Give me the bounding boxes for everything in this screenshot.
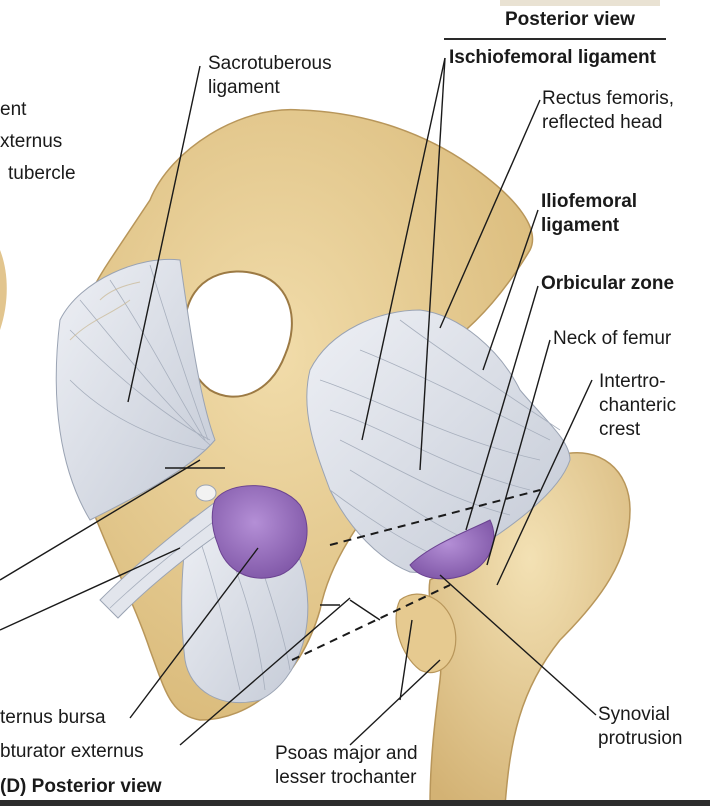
sacrotuberous-ligament-shape	[55, 258, 216, 521]
label-sacrotuberous-ligament: Sacrotuberous ligament	[208, 53, 332, 98]
leader-lines	[0, 57, 597, 746]
label-cut-tubercle: tubercle	[8, 163, 76, 184]
artist-signature	[69, 281, 141, 341]
label-ischiofemoral-ligament: Ischiofemoral ligament	[449, 47, 656, 68]
label-cut-ligament: ent	[0, 99, 27, 120]
label-synovial-protrusion: Synovial protrusion	[598, 704, 683, 749]
label-rectus-femoris: Rectus femoris, reflected head	[542, 88, 674, 133]
synovial-membrane-upper	[211, 485, 308, 579]
label-intertrochanteric-crest: Intertro- chanteric crest	[599, 371, 677, 440]
top-edge-strip	[500, 0, 660, 6]
figure-caption: (D) Posterior view	[0, 776, 162, 797]
header-rule	[444, 38, 666, 40]
tendon-knob	[195, 484, 217, 502]
bottom-rule	[0, 800, 710, 806]
dashed-outline	[291, 489, 541, 661]
label-iliofemoral-ligament: Iliofemoral ligament	[541, 191, 638, 236]
label-obturator-externus: bturator externus	[0, 741, 144, 762]
label-neck-of-femur: Neck of femur	[553, 328, 672, 349]
label-psoas-major: Psoas major and lesser trochanter	[275, 743, 418, 788]
label-externus-bursa: ternus bursa	[0, 707, 106, 728]
joint-capsule-ligaments	[306, 309, 571, 573]
label-orbicular-zone: Orbicular zone	[541, 273, 675, 294]
label-cut-externus: xternus	[0, 131, 63, 152]
view-title: Posterior view	[505, 9, 635, 30]
